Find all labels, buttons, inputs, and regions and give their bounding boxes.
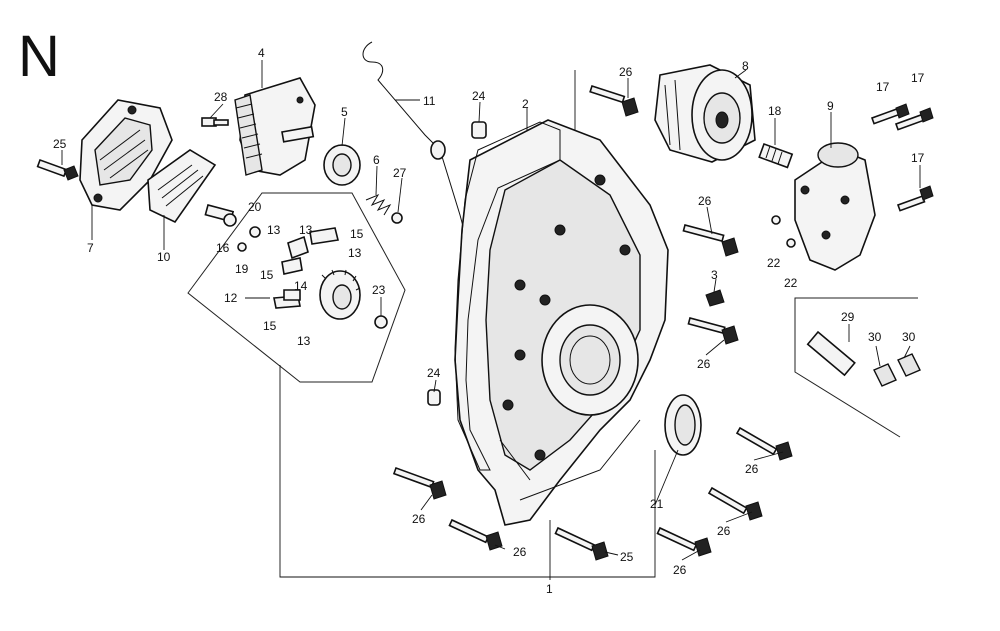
- governor-gear: [234, 77, 316, 176]
- bushing: [323, 144, 361, 186]
- callout-11: 11: [423, 94, 436, 108]
- callout-8: 8: [742, 59, 749, 73]
- callout-6: 6: [373, 153, 380, 167]
- callout-28-a: 28: [214, 90, 228, 104]
- callout-25-a: 25: [53, 137, 67, 151]
- washer-23: [374, 315, 388, 329]
- kit-group-frame: [794, 297, 918, 438]
- callout-13-d: 13: [297, 334, 311, 348]
- kit-plug-30-a: [873, 363, 897, 387]
- callout-14: 14: [294, 279, 308, 293]
- callout-13-b: 13: [299, 223, 313, 237]
- kit-pin-29: [806, 330, 856, 377]
- assembly-bracket-line: [279, 365, 656, 578]
- callout-3: 3: [711, 268, 718, 282]
- callout-13-a: 13: [267, 223, 281, 237]
- callout-16: 16: [216, 241, 230, 255]
- callout-labels: 1 2 3 4 5 6 7 8 9 10 11 12 13 13 13 13 1…: [53, 46, 925, 596]
- callout-26-d: 26: [745, 462, 759, 476]
- bolt-26-bottom-mid: [554, 526, 609, 561]
- callout-26-h: 26: [412, 512, 426, 526]
- bolt-17-b: [894, 107, 934, 131]
- bolt-17-a: [870, 103, 910, 125]
- callout-15-a: 15: [350, 227, 364, 241]
- callout-26-g: 26: [513, 545, 527, 559]
- callout-26-c: 26: [697, 357, 711, 371]
- plug-3: [705, 289, 725, 307]
- breather-cover: [79, 99, 173, 211]
- callout-15-b: 15: [260, 268, 274, 282]
- callout-29: 29: [841, 310, 855, 324]
- callout-27: 27: [393, 166, 407, 180]
- callout-26-e: 26: [717, 524, 731, 538]
- callout-24-b: 24: [427, 366, 441, 380]
- o-ring-small: [391, 212, 403, 224]
- bolt-26-bottom-left: [448, 518, 503, 551]
- callout-30-a: 30: [868, 330, 882, 344]
- bolt-26-right-4: [707, 486, 763, 521]
- filter-nipple: [758, 142, 794, 169]
- washer-22-a: [771, 215, 781, 225]
- callout-4: 4: [258, 46, 265, 60]
- bolt-26-right-1: [682, 224, 739, 257]
- callout-18: 18: [768, 104, 782, 118]
- callout-12: 12: [224, 291, 238, 305]
- callout-5: 5: [341, 105, 348, 119]
- pump-gear-14: [319, 269, 361, 320]
- pump-bolt-16: [204, 204, 237, 227]
- callout-19: 19: [235, 262, 249, 276]
- bolt-17-c: [896, 185, 934, 212]
- callout-2: 2: [522, 97, 529, 111]
- callout-17-c: 17: [911, 151, 925, 165]
- washer-22-b: [786, 238, 796, 248]
- callout-21: 21: [650, 497, 664, 511]
- callout-23: 23: [372, 283, 386, 297]
- bolt-26-right-2: [687, 317, 739, 345]
- callout-9: 9: [827, 99, 834, 113]
- bolt-26-right-3: [735, 426, 793, 461]
- callout-20: 20: [248, 200, 262, 214]
- crankcase-cover: [454, 119, 669, 526]
- callout-26-f: 26: [673, 563, 687, 577]
- callout-13-c: 13: [348, 246, 362, 260]
- crankcase-gasket: [454, 121, 561, 471]
- oil-seal: [664, 394, 702, 456]
- callout-7: 7: [87, 241, 94, 255]
- callout-26-a: 26: [619, 65, 633, 79]
- bolt-28-bottom: [392, 466, 447, 500]
- pump-small-parts: [273, 227, 339, 309]
- breather-gasket: [147, 149, 217, 224]
- callout-15-c: 15: [263, 319, 277, 333]
- callout-17-b: 17: [911, 71, 925, 85]
- section-letter: N: [18, 24, 60, 89]
- dowel-pin-top: [471, 121, 487, 139]
- callout-25-b: 25: [620, 550, 634, 564]
- callout-30-b: 30: [902, 330, 916, 344]
- leader-lines: [61, 60, 921, 561]
- callout-10: 10: [157, 250, 171, 264]
- bolt-28-top: [201, 117, 229, 127]
- filter-housing: [794, 142, 876, 271]
- bolt-25-left: [36, 158, 79, 181]
- washer-19: [237, 242, 247, 252]
- callout-22-a: 22: [767, 256, 781, 270]
- dowel-pin-bottom: [427, 389, 441, 406]
- oil-filter: [654, 64, 756, 163]
- callout-26-b: 26: [698, 194, 712, 208]
- callout-22-b: 22: [784, 276, 798, 290]
- bolt-26-top: [589, 84, 639, 117]
- spring: [365, 193, 392, 216]
- callout-17-a: 17: [876, 80, 890, 94]
- bolt-26-bottom-right: [656, 526, 712, 557]
- oil-pump-group-frame: [187, 192, 406, 383]
- washer-20: [249, 226, 261, 238]
- callout-1: 1: [546, 582, 553, 596]
- callout-24-a: 24: [472, 89, 486, 103]
- kit-plug-30-b: [897, 353, 921, 377]
- dipstick: [362, 41, 469, 246]
